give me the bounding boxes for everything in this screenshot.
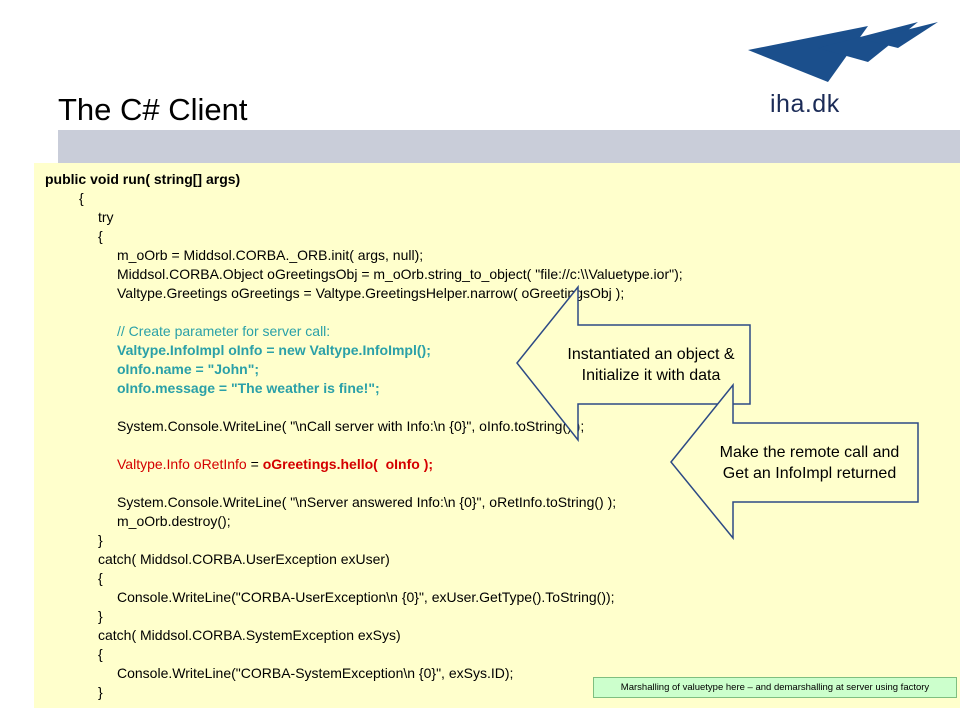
code-line: System.Console.WriteLine( "\nServer answ…	[117, 494, 617, 510]
code-line: {	[98, 570, 103, 586]
code-line-highlight: oInfo.name = "John";	[117, 361, 260, 377]
callout-text: Get an InfoImpl returned	[722, 465, 897, 482]
code-line-highlight: oInfo.message = "The weather is fine!";	[117, 380, 380, 396]
title-underline-bar	[58, 130, 960, 163]
code-line: }	[98, 608, 103, 624]
code-line-highlight: Valtype.InfoImpl oInfo = new Valtype.Inf…	[117, 342, 431, 358]
code-line: System.Console.WriteLine( "\nCall server…	[117, 418, 585, 434]
code-line: m_oOrb.destroy();	[117, 513, 231, 529]
code-line: Middsol.CORBA.Object oGreetingsObj = m_o…	[117, 266, 683, 282]
code-line: {	[98, 646, 103, 662]
callout-instantiate: Instantiated an object & Initialize it w…	[551, 344, 751, 386]
code-line: Console.WriteLine("CORBA-UserException\n…	[117, 589, 615, 605]
slide-title: The C# Client	[58, 92, 248, 127]
callout-text: Instantiated an object &	[567, 346, 735, 363]
callout-remote-call: Make the remote call and Get an InfoImpl…	[702, 442, 917, 484]
callout-arrow-remote-call	[670, 382, 919, 541]
code-line: Valtype.Greetings oGreetings = Valtype.G…	[117, 285, 625, 301]
code-token: Valtype.Info oRetInfo	[117, 456, 247, 472]
iha-logo-icon	[748, 22, 938, 82]
footnote: Marshalling of valuetype here – and dema…	[593, 677, 957, 698]
callout-text: Make the remote call and	[719, 444, 900, 461]
code-line-remote-call: Valtype.Info oRetInfo = oGreetings.hello…	[117, 456, 433, 473]
code-comment: // Create parameter for server call:	[117, 323, 331, 339]
code-line: {	[79, 190, 84, 206]
code-line: }	[98, 532, 103, 548]
code-token: oGreetings.hello( oInfo );	[262, 456, 434, 472]
code-line: catch( Middsol.CORBA.UserException exUse…	[98, 551, 390, 567]
callout-text: Initialize it with data	[581, 367, 721, 384]
callout-arrow-instantiate	[516, 284, 751, 443]
code-line: {	[98, 228, 103, 244]
code-line: public void run( string[] args)	[45, 171, 241, 187]
code-line: try	[98, 209, 114, 225]
code-line: Console.WriteLine("CORBA-SystemException…	[117, 665, 514, 681]
logo-text: iha.dk	[770, 90, 840, 118]
code-line: }	[98, 684, 103, 700]
code-line: m_oOrb = Middsol.CORBA._ORB.init( args, …	[117, 247, 424, 263]
code-line: catch( Middsol.CORBA.SystemException exS…	[98, 627, 401, 643]
code-token: =	[246, 456, 263, 472]
